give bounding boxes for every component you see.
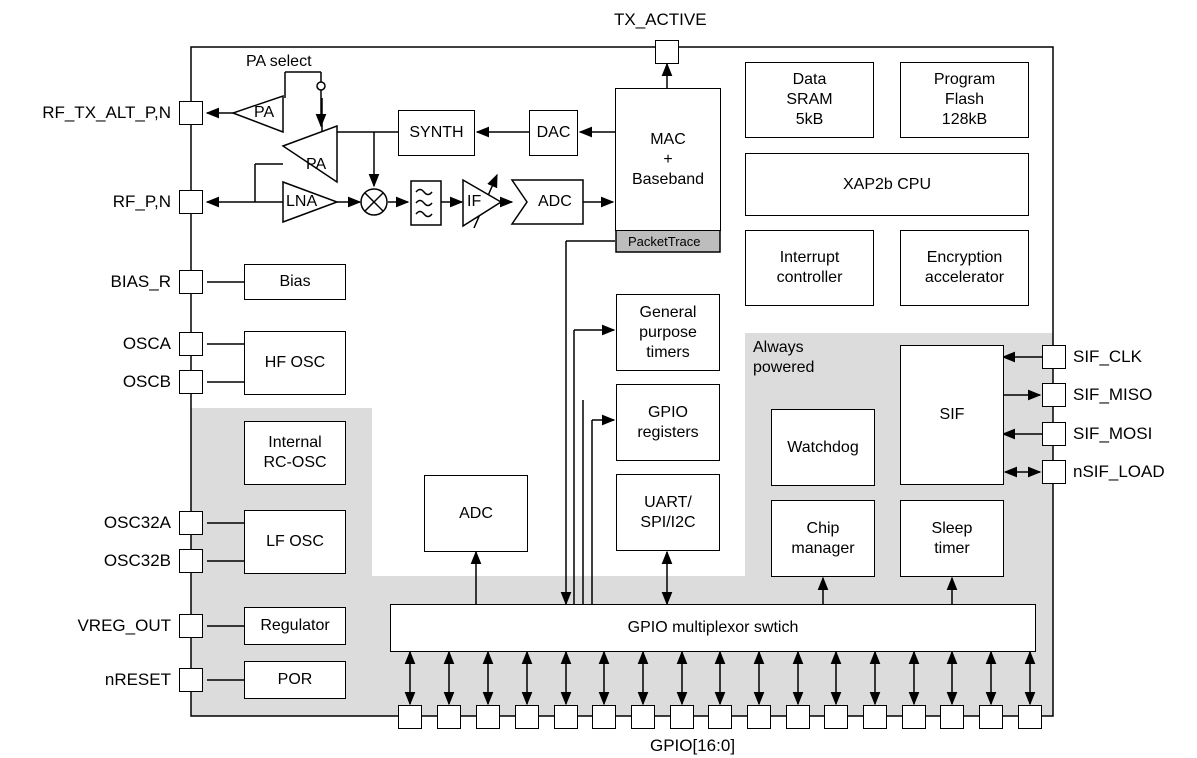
label-nsif-load: nSIF_LOAD (1073, 462, 1165, 481)
label-sif-mosi: SIF_MOSI (1073, 424, 1153, 443)
label-lna: LNA (286, 193, 318, 210)
label-rf-p: RF_P,N (112, 192, 171, 211)
general-timers-block: General purpose timers (616, 294, 720, 371)
gpio-pin (940, 705, 964, 729)
pin-sif-mosi (1042, 422, 1066, 446)
label-pa-select: PA select (246, 53, 312, 70)
dac-block: DAC (529, 110, 578, 156)
gpio-pin (554, 705, 578, 729)
gpio-mux-block: GPIO multiplexor swtich (390, 604, 1036, 652)
gpio-pin (786, 705, 810, 729)
gpio-pin (863, 705, 887, 729)
pin-sif-miso (1042, 383, 1066, 407)
packet-trace-label: PacketTrace (628, 234, 701, 249)
sif-block: SIF (900, 345, 1004, 485)
gpio-pin (670, 705, 694, 729)
gpio-bus-lines (404, 650, 1036, 706)
regulator-block: Regulator (244, 607, 346, 645)
lna-triangle (282, 180, 340, 224)
gpio-pin (592, 705, 616, 729)
label-pa-top: PA (254, 104, 275, 121)
gpio-pin (708, 705, 732, 729)
gpio-pin (437, 705, 461, 729)
pin-osc32b (179, 549, 203, 573)
label-pa-bottom: PA (306, 156, 327, 173)
interrupt-controller-block: Interrupt controller (745, 230, 874, 306)
pin-osc32a (179, 511, 203, 535)
label-vreg-out: VREG_OUT (77, 616, 171, 635)
if-triangle (462, 178, 503, 228)
label-gpio-bus: GPIO[16:0] (650, 736, 736, 755)
watchdog-block: Watchdog (771, 409, 875, 486)
pin-sif-clk (1042, 345, 1066, 369)
label-rf-tx-alt: RF_TX_ALT_P,N (42, 103, 171, 122)
gpio-pin (398, 705, 422, 729)
gpio-pin (979, 705, 1003, 729)
pin-bias-r (179, 270, 203, 294)
gpio-pin (824, 705, 848, 729)
uart-block: UART/ SPI/I2C (616, 474, 720, 551)
gpio-pin (1018, 705, 1042, 729)
pa-bottom-triangle (281, 124, 338, 184)
por-block: POR (244, 661, 346, 699)
pin-nreset (179, 668, 203, 692)
label-osc32b: OSC32B (103, 551, 171, 570)
label-bias-r: BIAS_R (110, 272, 171, 291)
data-sram-block: Data SRAM 5kB (745, 62, 874, 138)
gpio-pin (747, 705, 771, 729)
chip-manager-block: Chip manager (771, 500, 875, 577)
adc-block: ADC (424, 475, 528, 552)
label-nreset: nRESET (104, 670, 171, 689)
pa-top-triangle (230, 94, 284, 134)
label-sif-clk: SIF_CLK (1073, 347, 1142, 366)
lf-osc-block: LF OSC (244, 510, 346, 574)
pin-oscb (179, 370, 203, 394)
gpio-pin (631, 705, 655, 729)
label-osc32a: OSC32A (103, 513, 171, 532)
label-if: IF (467, 193, 482, 210)
filter-icon (410, 180, 442, 226)
pin-rf-p (179, 190, 203, 214)
label-sif-miso: SIF_MISO (1073, 385, 1153, 404)
encryption-accelerator-block: Encryption accelerator (900, 230, 1029, 306)
bias-block: Bias (244, 264, 346, 300)
pin-rf-tx-alt (179, 101, 203, 125)
gpio-pin (476, 705, 500, 729)
label-tx-active: TX_ACTIVE (614, 10, 707, 29)
pin-nsif-load (1042, 460, 1066, 484)
cpu-block: XAP2b CPU (745, 153, 1029, 216)
label-adc-rf: ADC (538, 193, 572, 210)
pin-tx-active (655, 40, 679, 64)
adc-rf-shape (510, 179, 584, 225)
mac-block: MAC + Baseband (615, 88, 721, 231)
program-flash-block: Program Flash 128kB (900, 62, 1029, 138)
gpio-pin (902, 705, 926, 729)
pin-vreg-out (179, 614, 203, 638)
gpio-registers-block: GPIO registers (616, 384, 720, 461)
label-always-powered: Always powered (753, 339, 815, 376)
pin-osca (179, 332, 203, 356)
sleep-timer-block: Sleep timer (900, 500, 1004, 577)
synth-block: SYNTH (398, 110, 475, 156)
label-oscb: OSCB (122, 372, 171, 391)
hf-osc-block: HF OSC (244, 331, 346, 395)
gpio-pin (515, 705, 539, 729)
label-osca: OSCA (122, 334, 171, 353)
rc-osc-block: Internal RC-OSC (244, 421, 346, 485)
